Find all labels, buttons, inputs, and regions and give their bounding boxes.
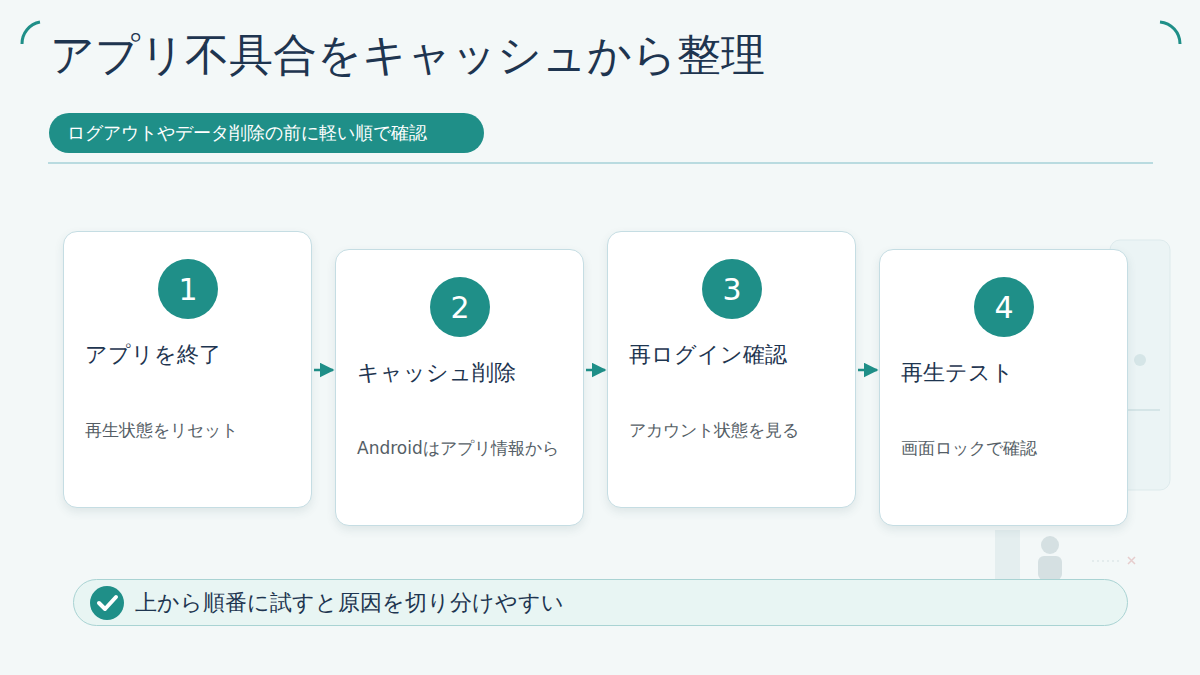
step-heading: キャッシュ削除 bbox=[357, 358, 516, 388]
note-text: 上から順番に試すと原因を切り分けやすい bbox=[135, 588, 564, 618]
divider bbox=[48, 162, 1153, 164]
flow-arrow bbox=[586, 369, 605, 372]
flow-arrow bbox=[314, 369, 333, 372]
note-bar: 上から順番に試すと原因を切り分けやすい bbox=[73, 579, 1128, 626]
step-heading: 再生テスト bbox=[901, 358, 1014, 388]
step-number-circle: 1 bbox=[158, 259, 218, 319]
step-card: キャッシュ削除 Androidはアプリ情報から 2 bbox=[335, 249, 584, 526]
corner-arc bbox=[1160, 22, 1180, 44]
step-number: 3 bbox=[722, 272, 741, 307]
step-number-circle: 2 bbox=[430, 277, 490, 337]
step-number-circle: 3 bbox=[702, 259, 762, 319]
flow-arrow bbox=[858, 369, 877, 372]
step-number-circle: 4 bbox=[974, 277, 1034, 337]
step-description: Androidはアプリ情報から bbox=[357, 437, 559, 460]
step-description: アカウント状態を見る bbox=[629, 419, 799, 442]
step-description: 再生状態をリセット bbox=[85, 419, 238, 442]
step-heading: 再ログイン確認 bbox=[629, 340, 787, 370]
subtitle-text: ログアウトやデータ削除の前に軽い順で確認 bbox=[67, 121, 427, 145]
check-icon bbox=[89, 585, 125, 621]
step-number: 2 bbox=[450, 290, 469, 325]
step-description: 画面ロックで確認 bbox=[901, 437, 1037, 460]
step-number: 1 bbox=[178, 272, 197, 307]
slide-title: アプリ不具合をキャッシュから整理 bbox=[50, 26, 765, 85]
step-number: 4 bbox=[994, 290, 1013, 325]
corner-arc bbox=[22, 22, 40, 44]
subtitle-pill: ログアウトやデータ削除の前に軽い順で確認 bbox=[49, 113, 484, 153]
step-heading: アプリを終了 bbox=[85, 340, 221, 370]
step-card: アプリを終了再生状態をリセット 1 bbox=[63, 231, 312, 508]
step-card: 再ログイン確認アカウント状態を見る 3 bbox=[607, 231, 856, 508]
step-card: 再生テスト画面ロックで確認 4 bbox=[879, 249, 1128, 526]
